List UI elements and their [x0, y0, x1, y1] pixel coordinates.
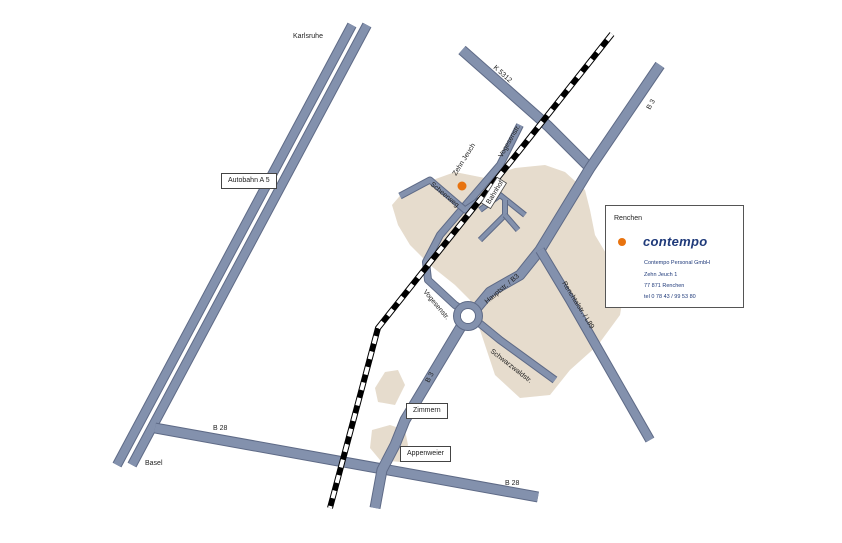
- road-vogesenstr: [422, 123, 524, 316]
- label-b3-south: B 3: [425, 371, 436, 384]
- road-renchtalstr: [535, 247, 655, 443]
- info-street: Zehn Jeuch 1: [644, 272, 678, 278]
- road-schwarzwaldstr: [475, 318, 558, 384]
- contempo-logo: contempo: [643, 234, 708, 249]
- company-location-marker[interactable]: [457, 181, 467, 191]
- road-b28: [154, 422, 539, 503]
- label-autobahn-a5: Autobahn A 5: [221, 173, 277, 189]
- label-appenweier: Appenweier: [400, 446, 451, 462]
- town-area-zimmern: [375, 370, 405, 405]
- label-b28-east: B 28: [505, 480, 520, 487]
- label-b28-west: B 28: [213, 425, 228, 432]
- road-k5312: [458, 45, 594, 172]
- info-marker-icon: [618, 238, 626, 246]
- info-company: Contempo Personal GmbH: [644, 260, 711, 266]
- roundabout: [453, 301, 483, 331]
- road-b3-south: [369, 322, 467, 509]
- road-autobahn-a5: [112, 22, 372, 468]
- label-b3-north: B 3: [646, 98, 657, 111]
- roads: [112, 22, 665, 509]
- info-box: Renchen contempo Contempo Personal GmbH …: [605, 205, 744, 308]
- info-title: Renchen: [614, 215, 643, 222]
- info-city: 77 871 Renchen: [644, 283, 685, 289]
- label-zehn-jeuch: Zehn Jeuch: [452, 142, 477, 177]
- label-zimmern: Zimmern: [406, 403, 448, 419]
- label-karlsruhe: Karlsruhe: [293, 33, 323, 40]
- road-b3-main: [465, 61, 665, 320]
- info-phone: tel 0 78 43 / 99 53 80: [644, 294, 696, 300]
- railway: [327, 32, 615, 509]
- label-basel: Basel: [145, 460, 163, 467]
